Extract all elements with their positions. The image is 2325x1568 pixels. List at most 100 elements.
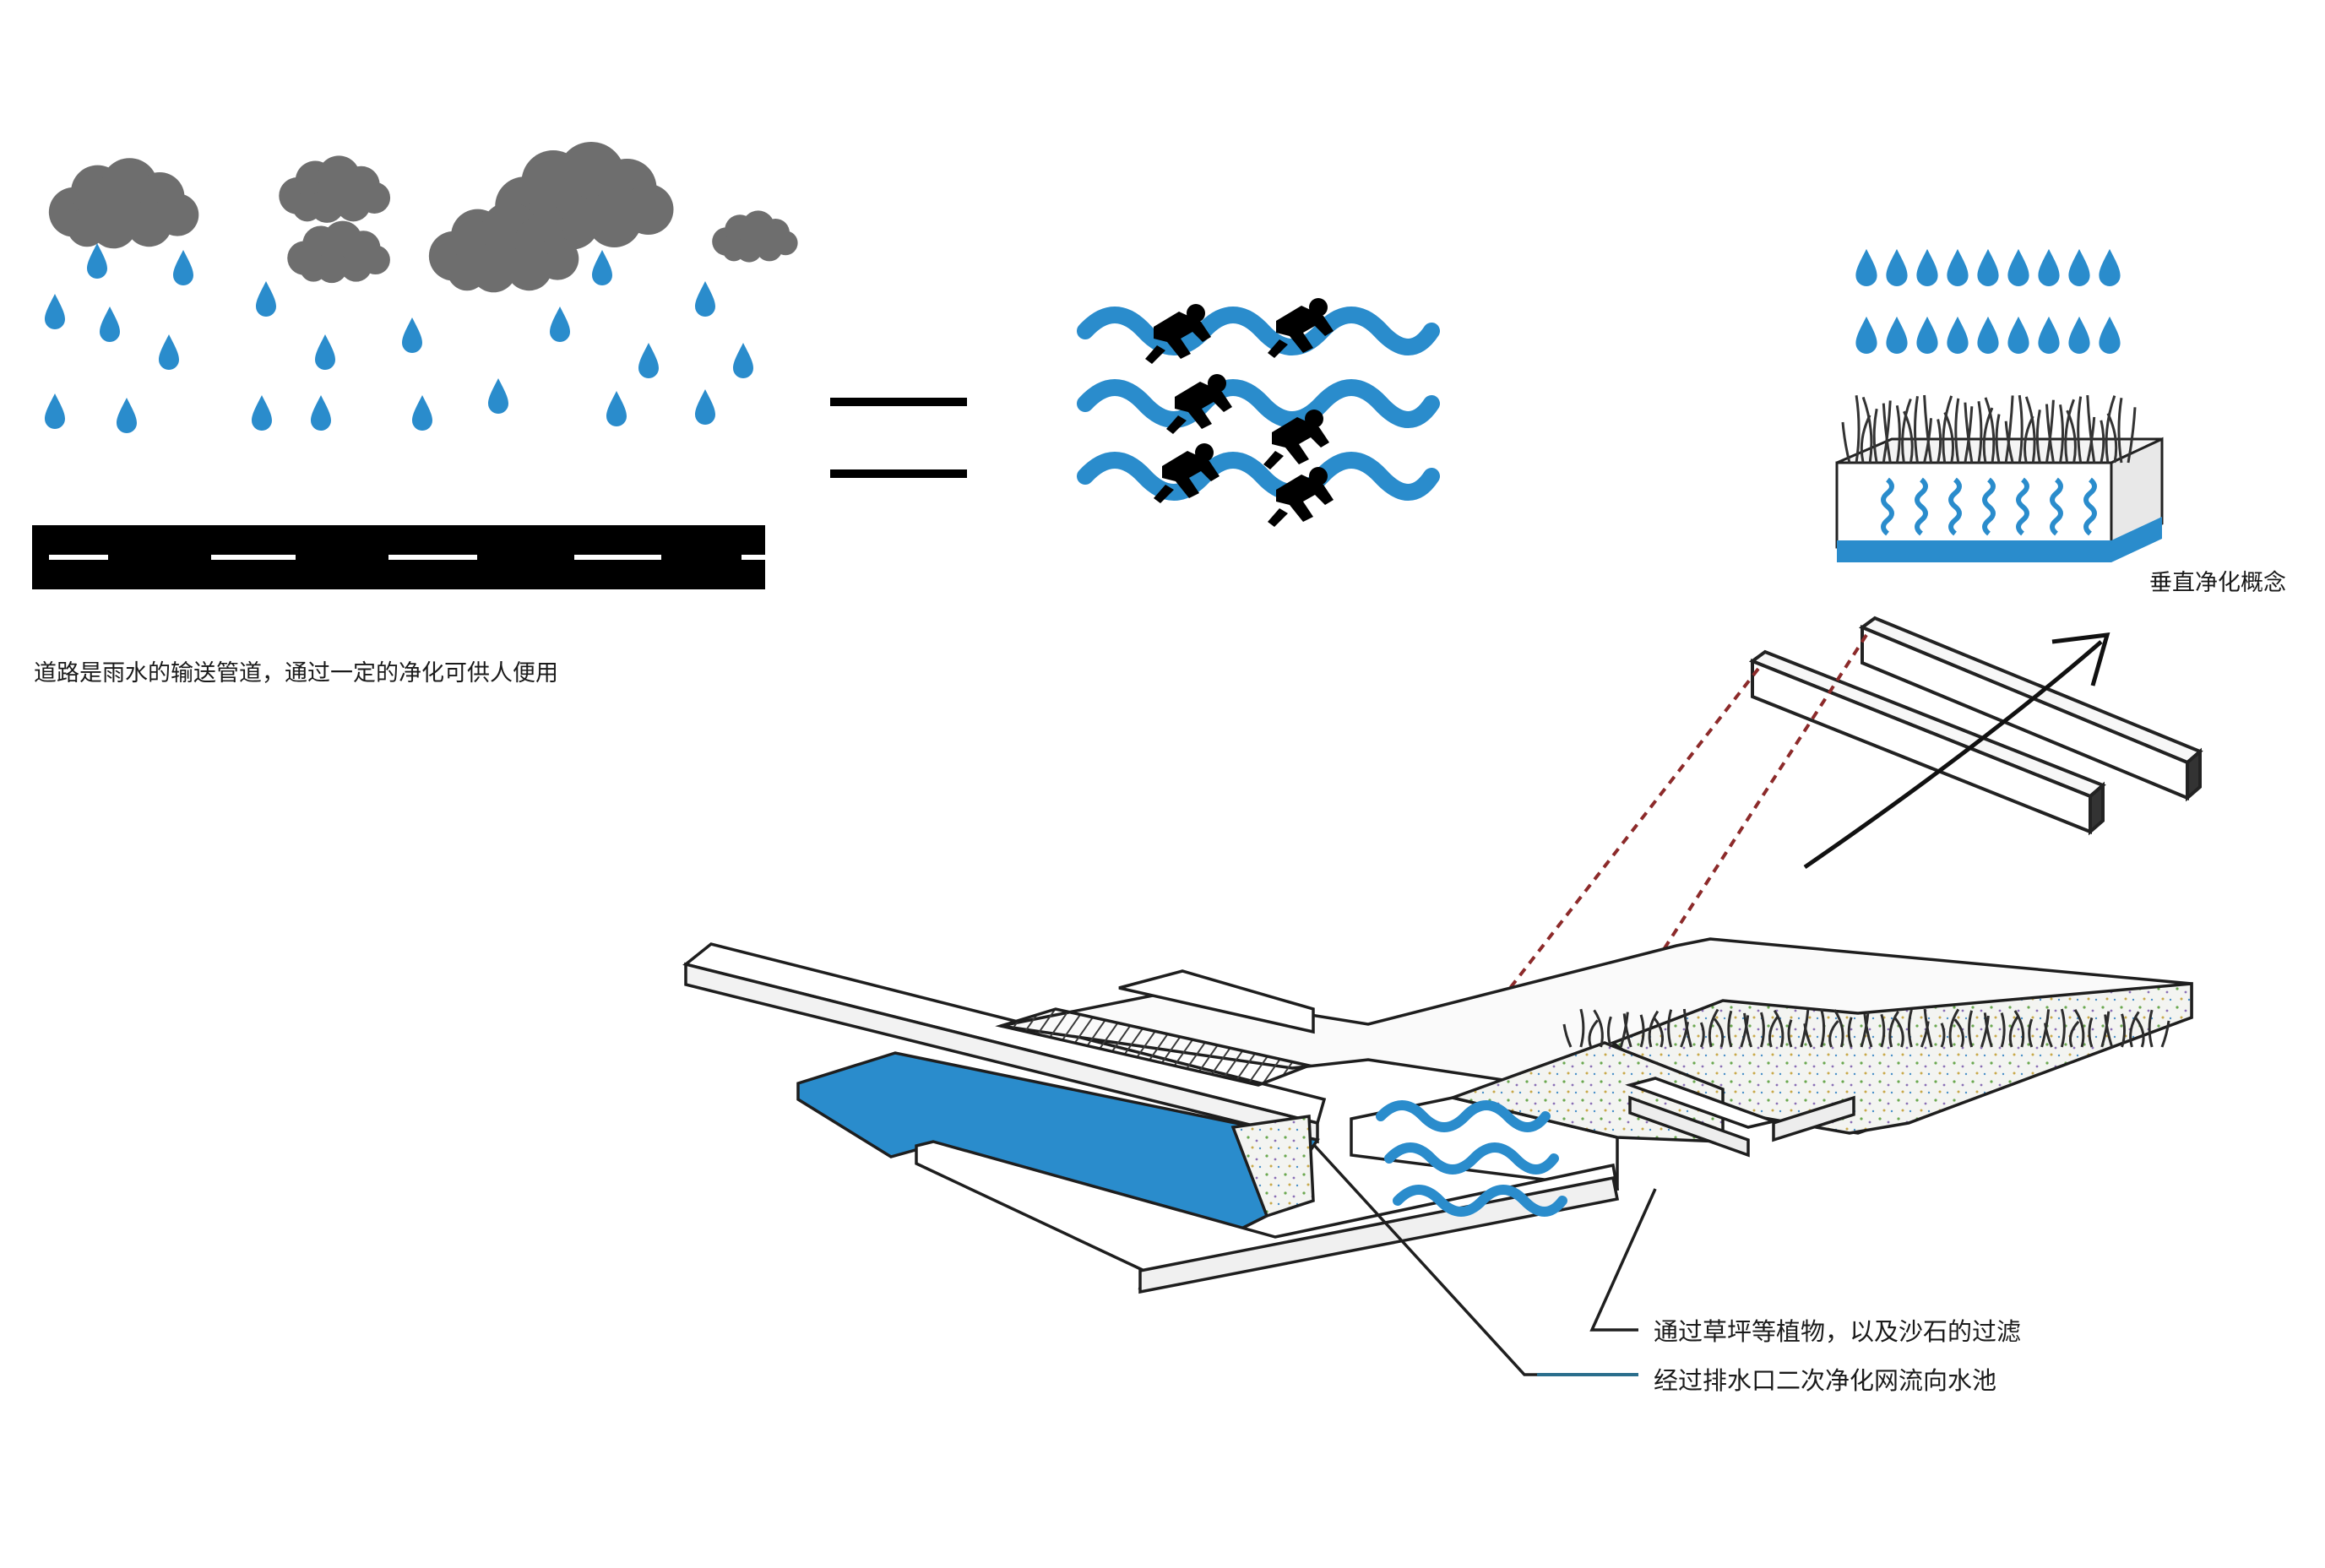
raindrop-icon [402, 317, 422, 353]
reed-stroke [1820, 1008, 1826, 1048]
cloud-icon [287, 220, 390, 284]
raindrop-icon [695, 389, 715, 425]
reed-stroke [2045, 399, 2055, 464]
raindrop-icon [45, 294, 65, 329]
reed-stroke [1768, 1015, 1779, 1048]
reed-stroke [1888, 1011, 1899, 1048]
reed-stroke [1759, 1012, 1765, 1048]
reed-stroke [1937, 419, 1942, 464]
reed-stroke [1740, 1015, 1750, 1048]
filter-boards-icon [1748, 616, 2203, 836]
raindrop-icon [87, 243, 107, 279]
reed-stroke [1606, 1016, 1612, 1048]
reed-stroke [2008, 1014, 2020, 1048]
drain-caption: 经过排水口二次净化网流向水池 [1654, 1366, 1997, 1395]
raindrop-icon [1947, 316, 1969, 354]
raindrop-icon [1886, 316, 1908, 354]
reed-stroke [1995, 414, 2001, 464]
reed-stroke [1653, 1017, 1665, 1048]
raindrop-icon [1855, 316, 1877, 354]
raindrop-icon [2068, 248, 2090, 286]
rain-clouds [48, 142, 798, 293]
reed-stroke [1803, 1023, 1813, 1048]
reed-stroke [1907, 1009, 1913, 1048]
reed-stroke [1863, 1013, 1873, 1048]
equals-sign-icon [830, 398, 967, 478]
raindrop-icon [100, 307, 120, 342]
swimmer-icon [1145, 304, 1211, 364]
reed-stroke [1648, 1010, 1660, 1048]
reed-stroke [2059, 404, 2064, 464]
raindrop-icon [311, 395, 331, 431]
filter-caption: 通过草坪等植物，以及沙石的过滤 [1654, 1317, 2022, 1346]
raindrop-icon [159, 334, 179, 370]
rain-drops [45, 243, 753, 433]
reed-stroke [2160, 1020, 2170, 1048]
projection-dashed-lines [1468, 633, 1868, 1042]
reed-stroke [1923, 1008, 1933, 1048]
reed-stroke [1942, 395, 1953, 464]
filter-wave [1948, 477, 1962, 536]
reed-stroke [1619, 1012, 1629, 1048]
raindrop-icon [2007, 316, 2029, 354]
raindrop-icon [2038, 248, 2060, 286]
reed-stroke [1953, 1018, 1964, 1048]
reed-stroke [1622, 1013, 1632, 1048]
reed-stroke [1872, 408, 1878, 464]
filter-wave [1915, 477, 1928, 536]
vertical-purification-icon [1835, 394, 2164, 562]
raindrop-icon [592, 250, 612, 285]
road-lane-dash [211, 555, 296, 560]
wave-icon [1376, 1100, 1567, 1217]
road-lane-dash [742, 555, 765, 560]
reed-stroke [2066, 410, 2077, 464]
road-icon [32, 525, 765, 589]
raindrop-icon [695, 281, 715, 317]
raindrop-icon [488, 378, 508, 414]
raindrop-icon [1916, 248, 1938, 286]
reed-stroke [1861, 396, 1873, 464]
swimmer-icon [1268, 467, 1334, 527]
raindrop-icon [1977, 316, 1999, 354]
reed-stroke [1833, 1009, 1844, 1048]
road-lane-dash [49, 555, 108, 560]
raindrop-icon [2038, 316, 2060, 354]
reed-stroke [1983, 1012, 1993, 1048]
reed-stroke [1920, 1021, 1930, 1048]
reed-stroke [1860, 1012, 1870, 1048]
reed-stroke [1980, 1015, 1990, 1048]
reed-stroke [1593, 1009, 1604, 1048]
raindrop-icon [2099, 248, 2121, 286]
reed-stroke [1880, 1013, 1886, 1048]
reed-stroke [1699, 1022, 1705, 1048]
reed-stroke [1895, 404, 1901, 464]
filter-wave [1881, 477, 1894, 536]
vertical-concept-label: 垂直净化概念 [2149, 570, 2286, 596]
reed-stroke [1708, 1008, 1719, 1048]
cloud-icon [712, 210, 798, 263]
reed-stroke [2127, 407, 2137, 464]
reed-stroke [1903, 410, 1914, 464]
raindrop-icon [638, 343, 659, 378]
reed-stroke [2077, 396, 2083, 464]
swimmer-icon [1154, 443, 1220, 503]
reed-stroke [1787, 1019, 1793, 1048]
reed-stroke [1579, 1008, 1585, 1048]
reed-stroke [1984, 397, 1996, 464]
filter-wave [2016, 477, 2029, 536]
swimmer-icon [1166, 374, 1232, 434]
reed-stroke [1562, 1023, 1573, 1048]
cloud-icon [48, 158, 199, 249]
reed-stroke [2073, 1009, 2085, 1048]
reed-stroke [2121, 1013, 2127, 1048]
reed-stroke [1847, 1017, 1853, 1048]
reed-stroke [1954, 398, 1960, 464]
reed-stroke [2100, 420, 2105, 464]
reed-stroke [2068, 1020, 2080, 1048]
reed-stroke [1682, 1008, 1692, 1048]
raindrop-icon [1886, 248, 1908, 286]
reed-stroke [2129, 1011, 2140, 1048]
reed-stroke [2024, 415, 2034, 464]
reed-stroke [2104, 1014, 2114, 1048]
